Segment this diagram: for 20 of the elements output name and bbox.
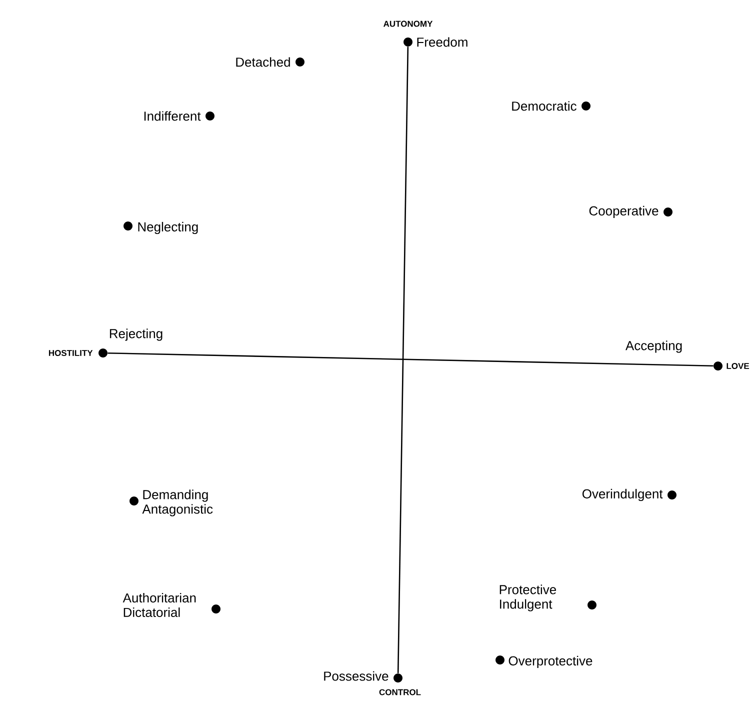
point-label: Overindulgent xyxy=(582,488,663,502)
axis-label: LOVE xyxy=(726,363,750,369)
point-label: Overprotective xyxy=(508,656,592,668)
point-label: Rejecting xyxy=(110,328,162,341)
point-label: Possessive xyxy=(324,671,388,681)
axis-line xyxy=(397,46,409,674)
point-label: Protective Indulgent xyxy=(500,584,556,612)
axis-line xyxy=(108,352,714,367)
point-label: Demanding Antagonistic xyxy=(142,490,213,516)
axis-label: AUTONOMY xyxy=(384,20,433,27)
point-label: Authoritarian Dictatorial xyxy=(122,592,196,618)
point-label: Indifferent xyxy=(144,111,201,121)
point-label: Democratic xyxy=(512,101,576,111)
point-label: Neglecting xyxy=(138,222,198,234)
point-label: Accepting xyxy=(626,340,682,353)
axis-label: CONTROL xyxy=(379,689,421,696)
point-label: Detached xyxy=(236,57,290,67)
point-label: Cooperative xyxy=(589,206,658,218)
point-label: Freedom xyxy=(417,37,468,47)
axis-label: HOSTILITY xyxy=(48,350,93,356)
